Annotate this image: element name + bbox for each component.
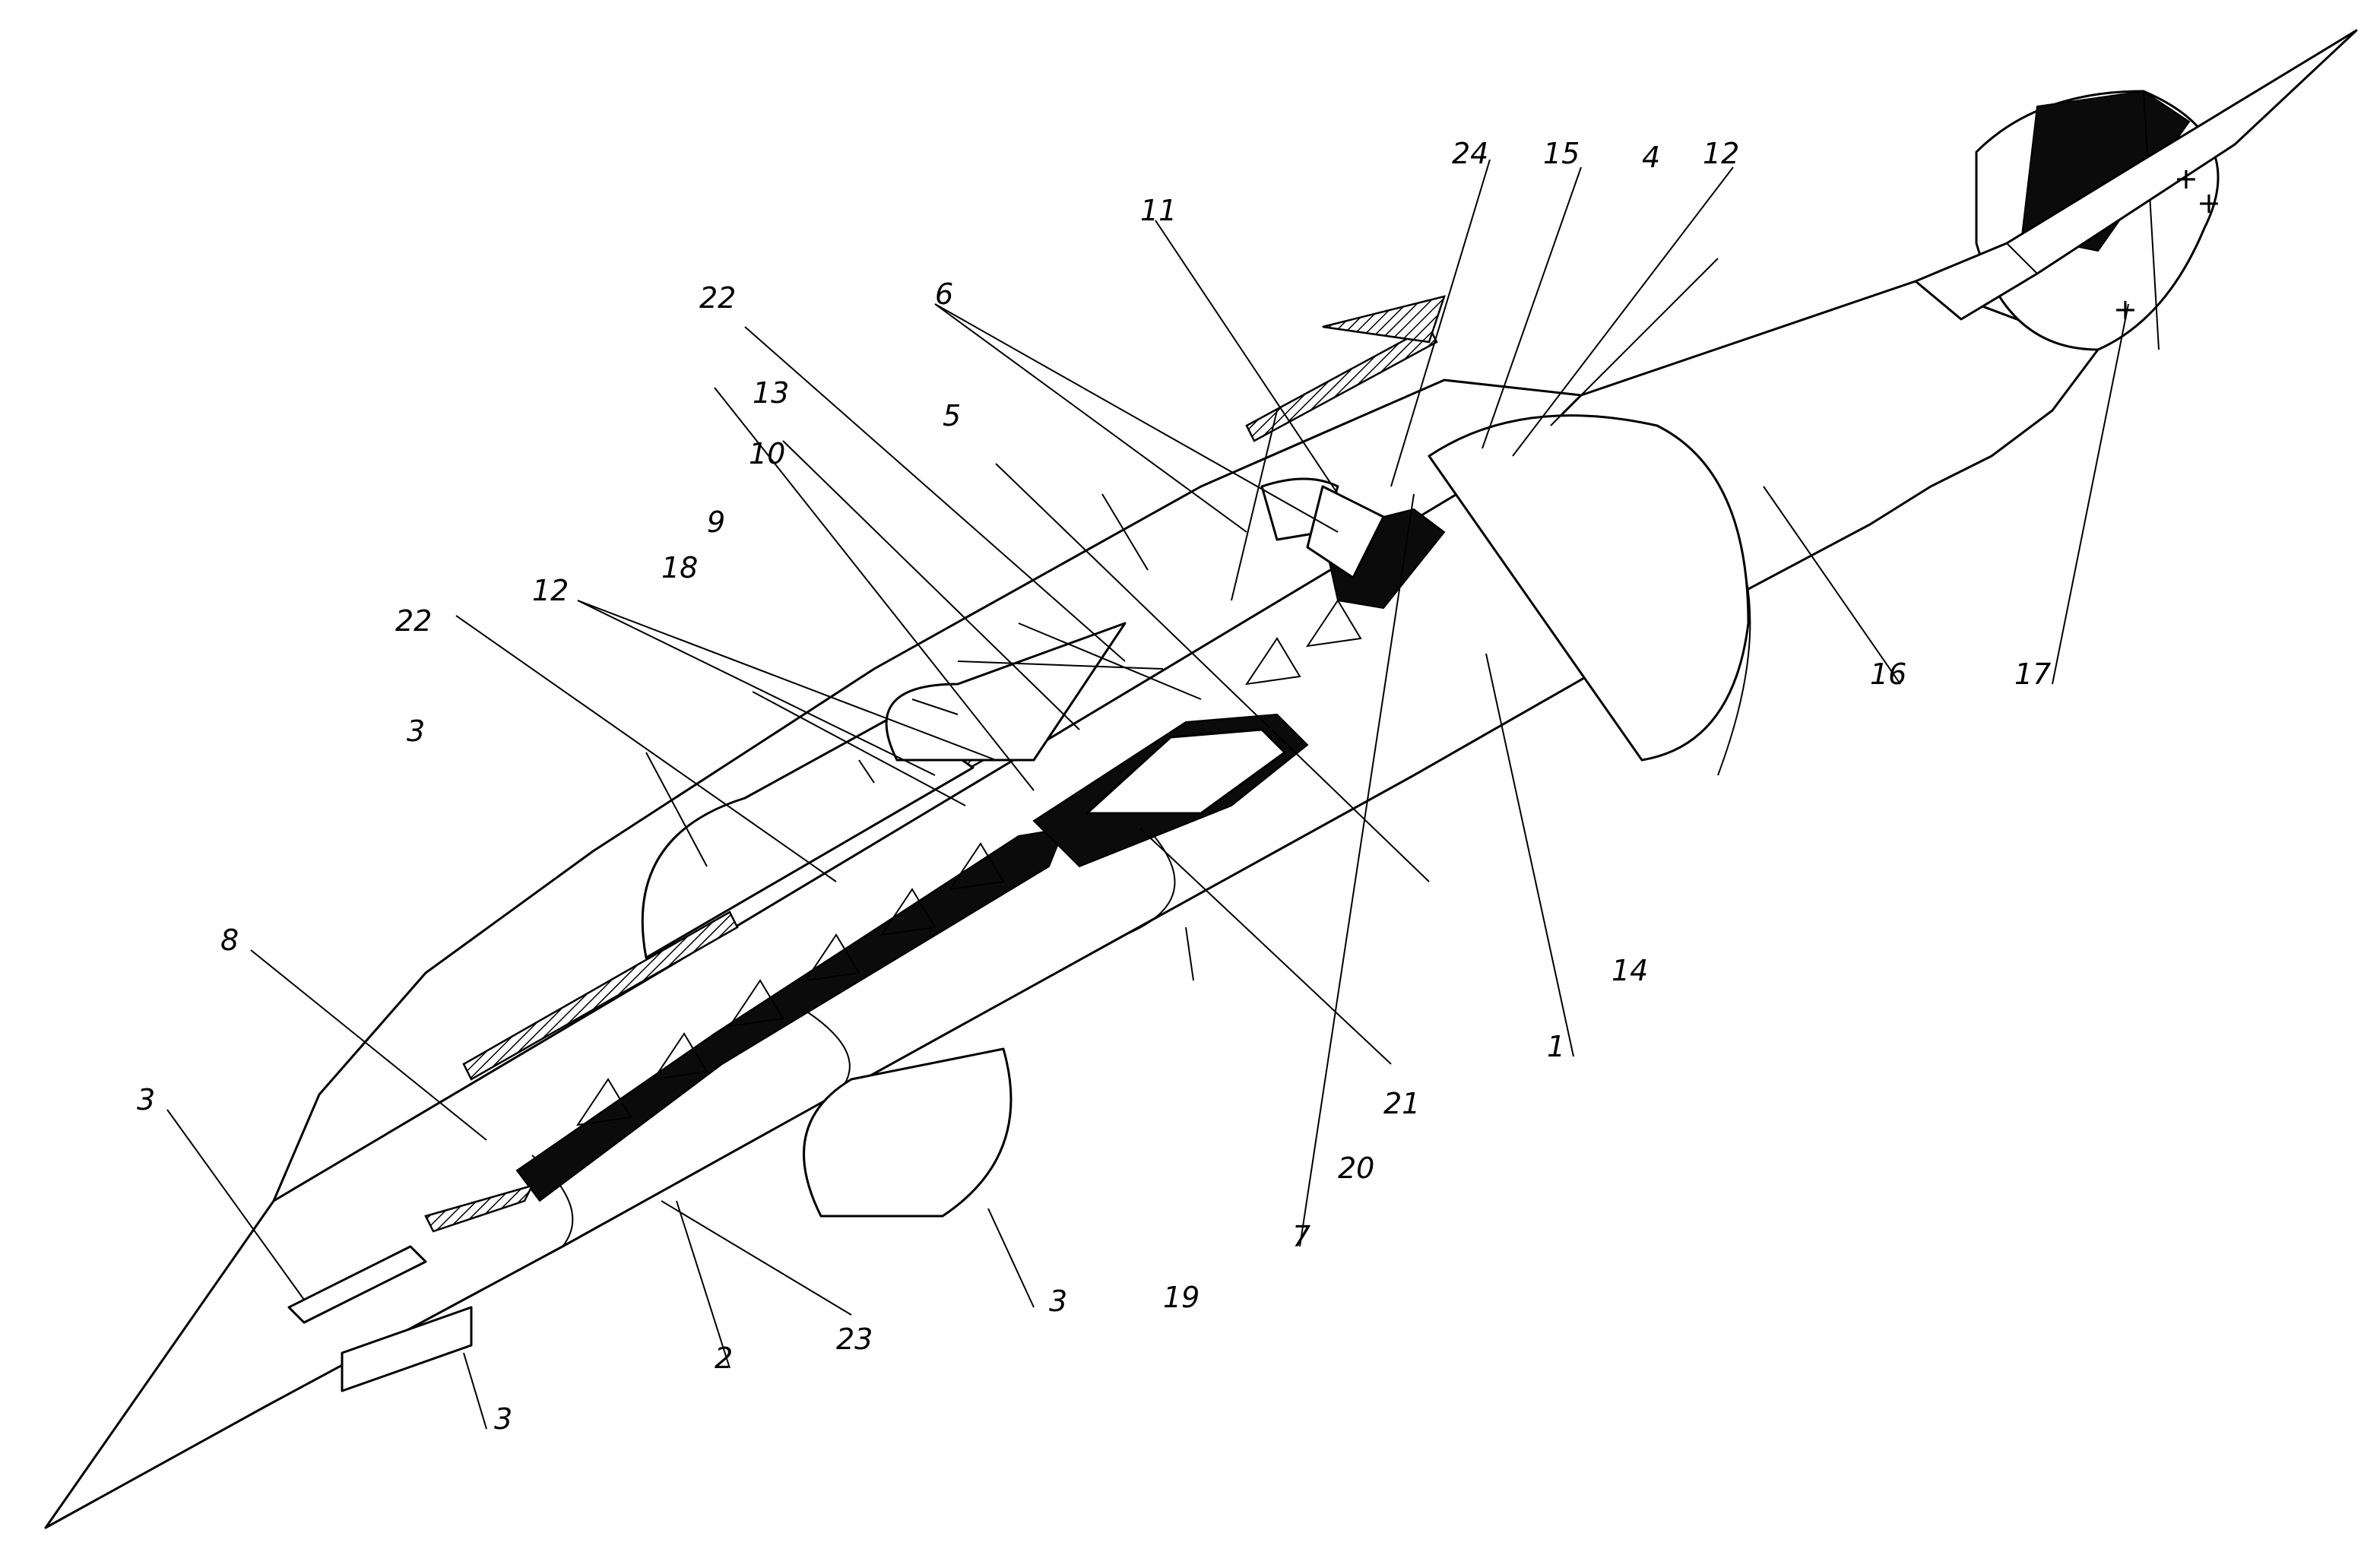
svg-text:+: + (2174, 162, 2198, 195)
fuselage (46, 281, 2098, 1528)
callout-3d: 3 (407, 714, 425, 748)
callout-20: 20 (1338, 1151, 1374, 1185)
callout-21: 21 (1383, 1087, 1420, 1120)
callout-14: 14 (1611, 954, 1648, 987)
callout-19: 19 (1163, 1281, 1200, 1314)
callout-11: 11 (1140, 194, 1177, 227)
callout-3b: 3 (494, 1402, 512, 1436)
callout-7: 7 (1292, 1220, 1310, 1253)
callout-23: 23 (836, 1323, 873, 1356)
callout-3c: 3 (1049, 1284, 1067, 1318)
callout-17: 17 (2014, 657, 2051, 691)
callout-2: 2 (715, 1342, 733, 1375)
callout-8: 8 (220, 923, 239, 957)
callout-12b: 12 (532, 574, 569, 607)
callout-13: 13 (753, 376, 789, 410)
svg-text:+: + (2113, 293, 2138, 326)
callout-22a: 22 (699, 281, 736, 315)
callout-1: 1 (1547, 1030, 1565, 1063)
callout-3a: 3 (137, 1083, 155, 1117)
callout-15: 15 (1543, 137, 1580, 170)
callout-5: 5 (943, 399, 961, 432)
callout-10: 10 (749, 437, 785, 470)
callout-4: 4 (1642, 141, 1660, 174)
callout-24: 24 (1452, 137, 1488, 170)
callout-22b: 22 (395, 604, 432, 638)
svg-text:+: + (2197, 186, 2221, 220)
callout-12a: 12 (1703, 137, 1739, 170)
callout-6: 6 (935, 277, 953, 311)
callout-9: 9 (707, 505, 725, 539)
callout-16: 16 (1870, 657, 1906, 691)
callout-18: 18 (661, 551, 698, 584)
